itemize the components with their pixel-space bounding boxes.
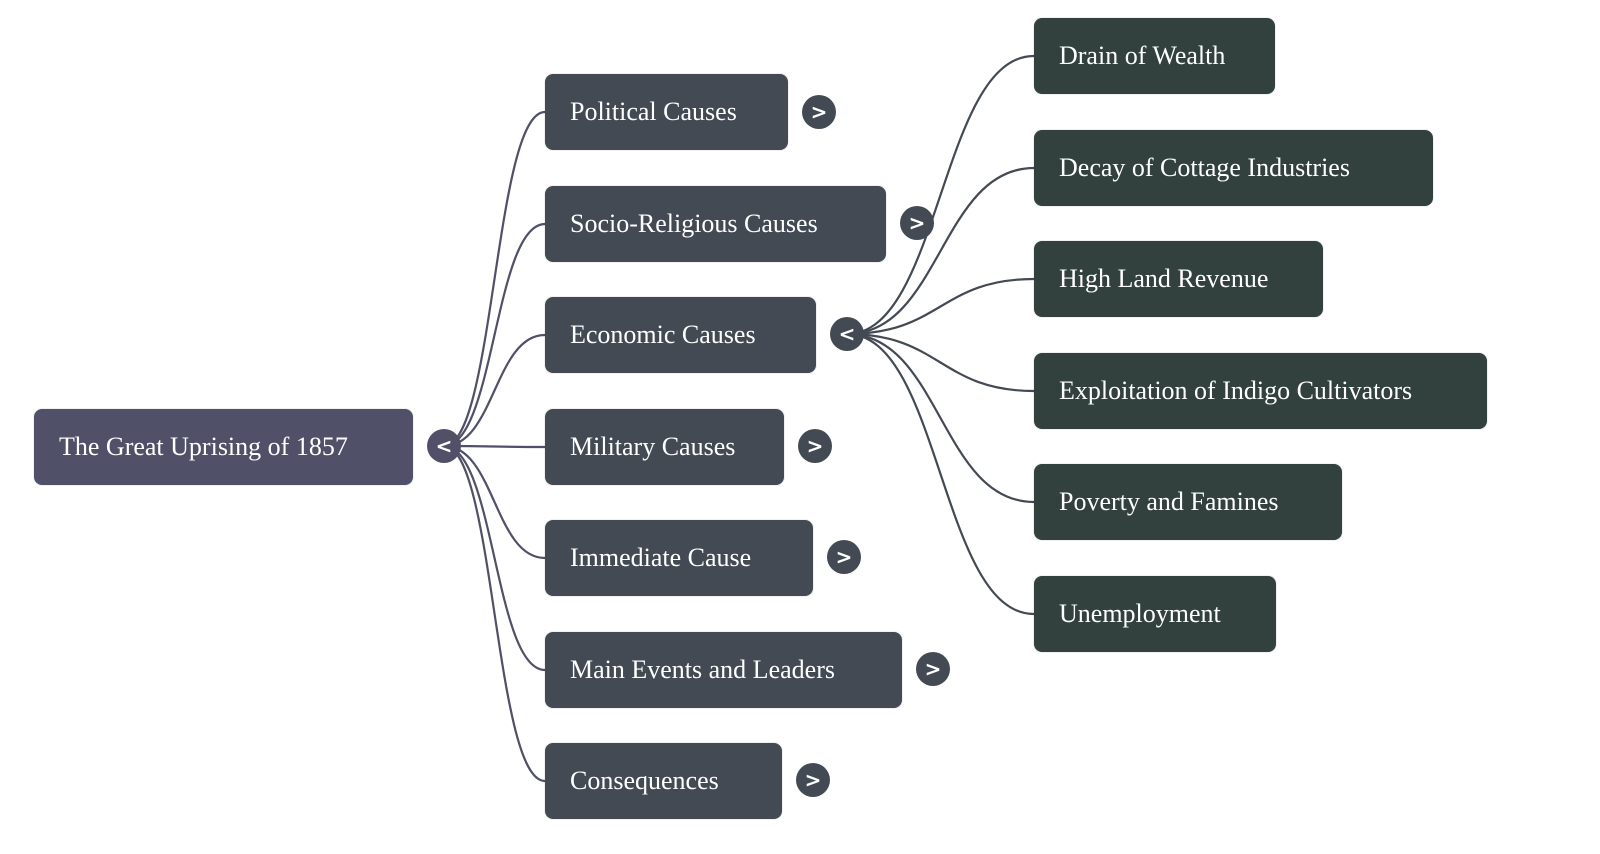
leaf-label: High Land Revenue [1059, 264, 1269, 293]
branch-label: Economic Causes [570, 320, 756, 349]
leaf-node-high-land-revenue[interactable]: High Land Revenue [1034, 241, 1323, 317]
branch-to-leaf-connector [846, 54, 1035, 336]
root-to-branch-connector [443, 110, 546, 448]
branch-label: Socio-Religious Causes [570, 209, 818, 238]
leaf-node-exploitation-of-indigo-cultivators[interactable]: Exploitation of Indigo Cultivators [1034, 353, 1487, 429]
branch-node-main-events-and-leaders[interactable]: Main Events and Leaders [545, 632, 902, 708]
root-node-label: The Great Uprising of 1857 [59, 432, 348, 461]
leaf-label: Exploitation of Indigo Cultivators [1059, 376, 1413, 405]
root-collapse-toggle-icon[interactable]: < [427, 429, 461, 463]
leaf-label: Unemployment [1059, 599, 1221, 628]
branch-node-economic-causes[interactable]: Economic Causes [545, 297, 816, 373]
leaf-label: Drain of Wealth [1059, 41, 1226, 70]
branch-label: Immediate Cause [570, 543, 752, 572]
branch-node-political-causes[interactable]: Political Causes [545, 74, 788, 150]
branch-label: Military Causes [570, 432, 736, 461]
branch-node-military-causes[interactable]: Military Causes [545, 409, 784, 485]
branch-label: Political Causes [570, 97, 737, 126]
branch-to-leaf-connector [846, 332, 1035, 393]
expand-toggle-icon[interactable]: > [802, 95, 836, 129]
expand-toggle-icon[interactable]: > [827, 540, 861, 574]
root-to-branch-connector [443, 444, 546, 783]
root-to-branch-connector [443, 333, 546, 448]
branch-to-leaf-connector [846, 166, 1035, 336]
root-node[interactable]: The Great Uprising of 1857 [34, 409, 413, 485]
expand-toggle-icon[interactable]: > [916, 652, 950, 686]
leaf-node-decay-of-cottage-industries[interactable]: Decay of Cottage Industries [1034, 130, 1433, 206]
expand-toggle-icon[interactable]: > [796, 763, 830, 797]
branch-to-leaf-connector [846, 332, 1035, 504]
branch-label: Consequences [570, 766, 719, 795]
expand-toggle-icon[interactable]: > [798, 429, 832, 463]
root-to-branch-connector [443, 444, 546, 672]
branch-label: Main Events and Leaders [570, 655, 835, 684]
branch-node-socio-religious-causes[interactable]: Socio-Religious Causes [545, 186, 886, 262]
leaf-label: Decay of Cottage Industries [1059, 153, 1350, 182]
expand-toggle-icon[interactable]: > [900, 206, 934, 240]
root-to-branch-connector [443, 222, 546, 448]
collapse-toggle-icon[interactable]: < [830, 317, 864, 351]
leaf-node-poverty-and-famines[interactable]: Poverty and Famines [1034, 464, 1342, 540]
leaf-node-drain-of-wealth[interactable]: Drain of Wealth [1034, 18, 1275, 94]
branch-to-leaf-connector [846, 332, 1035, 616]
leaf-label: Poverty and Famines [1059, 487, 1279, 516]
branch-node-immediate-cause[interactable]: Immediate Cause [545, 520, 813, 596]
leaf-node-unemployment[interactable]: Unemployment [1034, 576, 1276, 652]
root-to-branch-connector [443, 444, 546, 560]
branch-to-leaf-connector [846, 277, 1035, 336]
branch-node-consequences[interactable]: Consequences [545, 743, 782, 819]
